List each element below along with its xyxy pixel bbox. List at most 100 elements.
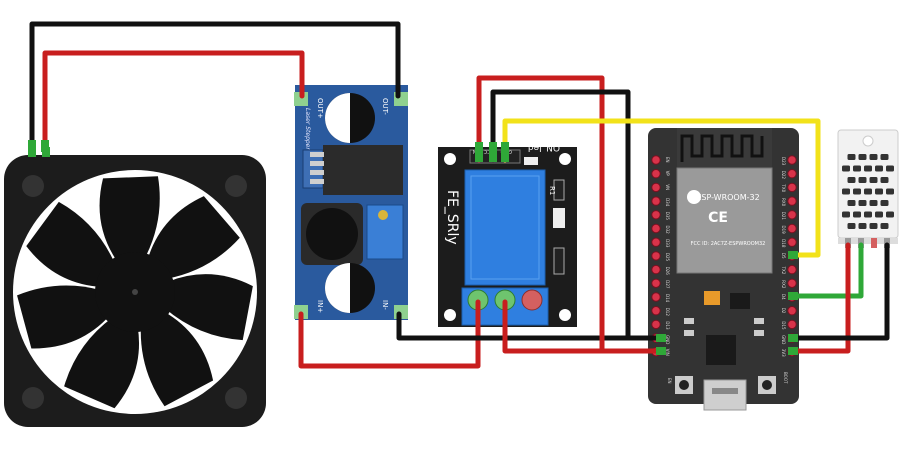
buck-label-in-plus: IN+ [316, 300, 324, 313]
dht-grille-slot [869, 200, 878, 206]
buck-brand-logo: Laser Stepper [304, 108, 311, 150]
dht-grille-slot [864, 165, 872, 172]
dht-grille-slot [880, 177, 889, 183]
esp32-smd-part [754, 318, 764, 324]
wire-fan-gnd [29, 21, 401, 151]
wires [29, 21, 890, 369]
esp32-pin-label: TX2 [781, 266, 786, 275]
esp32-pin [787, 237, 797, 247]
esp32-pin-label: VN [665, 184, 670, 190]
esp32-pin-label: D25 [665, 253, 670, 262]
esp32-pin-label: D35 [665, 212, 670, 221]
esp32-pin [651, 196, 661, 206]
esp32-fcc-label: FCC ID: 2AC7Z-ESPWROOM32 [691, 241, 766, 247]
relay-pin-vcc-label: VCC [483, 148, 494, 154]
esp32-pin-label: D5 [781, 253, 786, 259]
buck-pot-screw [378, 210, 388, 220]
esp32-usb-slot [712, 388, 738, 394]
buck-converter: OUT+ OUT- IN+ IN- Laser Stepper [294, 85, 408, 320]
buck-ic-lead [310, 152, 324, 157]
esp32-pin-label: D23 [781, 157, 786, 166]
esp32-pin-label: D34 [665, 198, 670, 207]
wire-dht-gnd [791, 242, 890, 341]
esp32-pin [651, 292, 661, 302]
esp-pin-end-3v3 [788, 347, 798, 355]
fan-blades [17, 176, 253, 409]
esp32-pin-label: D13 [665, 321, 670, 330]
esp32-pin [651, 264, 661, 275]
fan-screw-hole [22, 175, 44, 197]
fan-blade [140, 311, 214, 407]
esp32-pin-label: D22 [781, 171, 786, 180]
esp32-regulator [730, 293, 750, 309]
fan-screw-hole [225, 387, 247, 409]
esp32-smd-part [754, 330, 764, 336]
esp32-smd-part [684, 330, 694, 336]
fan-lead-end [28, 140, 36, 152]
buck-capacitor-stripe [325, 263, 350, 313]
dht22-sensor [837, 129, 899, 248]
dht-grille-slot [886, 165, 894, 172]
esp32-pin-label: 3V3 [781, 349, 786, 357]
esp32-pin-label: VIN [665, 349, 670, 356]
dht-grille-slot [864, 188, 872, 195]
dht-grille-slot [886, 211, 894, 218]
esp32-pin [651, 251, 661, 261]
fan-screw-hole [225, 175, 247, 197]
relay-module: IN VCC GND ON_led FE_SRly R1 ON [438, 142, 577, 335]
fan-blade [164, 274, 253, 341]
esp32-usb-port [703, 379, 747, 411]
dht-grille-slot [869, 223, 878, 229]
esp32-pin-label: D4 [781, 294, 786, 300]
relay-name-label: FE_SRly [444, 190, 460, 245]
dht-grille-slot [875, 165, 883, 172]
buck-capacitor-stripe [325, 93, 350, 143]
fan-blade [99, 176, 160, 263]
relay-led-label: ON_led [528, 142, 560, 152]
buck-ic-lead [310, 179, 324, 184]
wire-fan-vcc [42, 50, 305, 151]
fan-blade [147, 196, 240, 279]
esp32-pin-label: RX0 [781, 198, 786, 207]
esp32-pin [787, 155, 797, 165]
esp32-pin [787, 210, 797, 220]
wire-relay-gnd [490, 89, 631, 341]
esp32-pin [651, 182, 661, 193]
buck-label-in-minus: IN- [381, 300, 389, 310]
relay-led [524, 157, 538, 165]
buck-label-out-minus: OUT- [381, 98, 389, 115]
relay-r1-label: R1 [548, 186, 556, 195]
esp-pin-end-d4 [788, 292, 798, 300]
esp32-pin-label: D12 [665, 308, 670, 317]
esp32-pin-label: D2 [781, 308, 786, 314]
esp32-en-button-label: EN [667, 378, 672, 384]
esp32-pin-label: D18 [781, 239, 786, 248]
dht-mount-hole [862, 135, 874, 147]
dht-grille-slot [858, 223, 867, 229]
esp32-pin-label: D33 [665, 239, 670, 248]
esp32-pin [787, 182, 797, 193]
esp32-pin-label: D21 [781, 212, 786, 221]
relay-mount-hole [559, 309, 571, 321]
wire-relay-vcc [476, 75, 605, 354]
dht-grille-slot [880, 223, 889, 229]
dht-grille-slot [864, 211, 872, 218]
esp32-pin [651, 237, 661, 247]
esp32-devkit: ESP-WROOM-32 CE FCC ID: 2AC7Z-ESPWROOM32… [648, 128, 799, 411]
dht-grille-slot [842, 211, 850, 218]
fan-screw-hole [22, 387, 44, 409]
esp32-pin [787, 306, 797, 316]
buck-label-out-plus: OUT+ [316, 98, 324, 119]
esp32-pin [787, 196, 797, 206]
buck-ic-lead [310, 170, 324, 175]
wifi-logo-icon [687, 190, 701, 204]
esp32-en-button-cap [679, 380, 689, 390]
esp32-boot-button-cap [762, 380, 772, 390]
dht-grille-slot [847, 223, 856, 229]
buck-inductor-core [306, 208, 358, 260]
dht-grille-slot [847, 177, 856, 183]
esp32-pin [651, 306, 661, 316]
buck-regulator-ic [323, 145, 403, 195]
fan-blade [64, 317, 140, 409]
